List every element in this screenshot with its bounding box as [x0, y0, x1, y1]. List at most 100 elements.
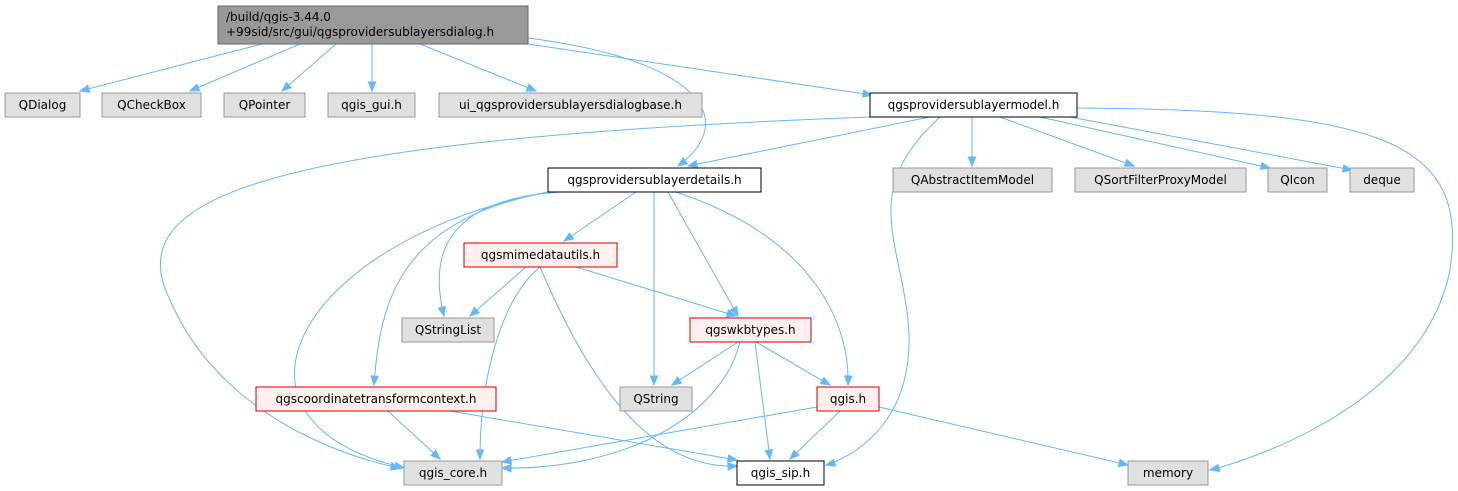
edge-mimedata-to-qgis_sip: [539, 266, 739, 471]
node-qcheckbox[interactable]: QCheckBox: [101, 92, 202, 118]
node-qicon[interactable]: QIcon: [1267, 167, 1328, 193]
node-qgis_core[interactable]: qgis_core.h: [403, 460, 503, 486]
edge-qgis-to-memory: [878, 406, 1130, 468]
edge-model-to-deque: [1069, 116, 1354, 173]
arrowhead: [468, 306, 481, 317]
edge-model-to-qicon: [1039, 116, 1272, 171]
edge-coordctx-to-qgis_core: [387, 410, 441, 460]
arrowhead: [280, 81, 293, 92]
node-label: qgis_gui.h: [341, 98, 402, 112]
arrowhead: [729, 305, 739, 318]
arrowhead: [500, 463, 512, 473]
arrowhead: [500, 456, 513, 465]
edge-details-to-qstring: [649, 192, 659, 387]
node-box: [736, 460, 825, 486]
edge-model-to-qgis_core: [159, 116, 871, 471]
node-qgis_gui[interactable]: qgis_gui.h: [327, 92, 416, 118]
node-deque[interactable]: deque: [1349, 167, 1415, 193]
node-label: +99sid/src/gui/qgsprovidersublayersdialo…: [226, 25, 494, 39]
node-qgis_sip[interactable]: qgis_sip.h: [736, 460, 825, 486]
edge-coordctx-to-qgis_sip: [449, 410, 739, 463]
node-memory[interactable]: memory: [1127, 460, 1209, 486]
edge-details-to-mimedata: [562, 191, 637, 242]
node-qabstractitemmodel[interactable]: QAbstractItemModel: [892, 167, 1053, 193]
node-box: [327, 92, 416, 118]
edge-qgis-to-qgis_core: [500, 406, 818, 465]
edge-mimedata-to-qgis_core: [475, 266, 541, 461]
node-box: [4, 92, 81, 118]
node-label: QSortFilterProxyModel: [1094, 173, 1227, 187]
arrowhead: [562, 232, 575, 242]
node-box: [401, 317, 495, 343]
edge-root-to-qcheckbox: [188, 43, 301, 92]
edge-mimedata-to-wkbtypes: [575, 266, 738, 318]
node-box: [1267, 167, 1328, 193]
arrowhead: [649, 375, 659, 387]
node-label: qgsprovidersublayermodel.h: [888, 98, 1060, 112]
node-layer: /build/qgis-3.44.0+99sid/src/gui/qgsprov…: [4, 5, 1415, 486]
node-box: [223, 92, 306, 118]
node-details[interactable]: qgsprovidersublayerdetails.h: [547, 167, 762, 193]
node-label: QAbstractItemModel: [911, 173, 1034, 187]
node-label: qgsmimedatautils.h: [481, 248, 600, 262]
node-label: qgis_sip.h: [751, 466, 810, 480]
node-mimedata[interactable]: qgsmimedatautils.h: [463, 242, 618, 268]
edge-wkbtypes-to-qgis_sip: [754, 341, 774, 461]
node-box: [1127, 460, 1209, 486]
node-wkbtypes[interactable]: qgswkbtypes.h: [689, 317, 812, 343]
arrowhead: [78, 84, 91, 93]
node-ui_base[interactable]: ui_qgsprovidersublayersdialogbase.h: [438, 92, 703, 118]
edge-root-to-ui_base: [419, 43, 538, 92]
node-qpointer[interactable]: QPointer: [223, 92, 306, 118]
node-box: [816, 386, 880, 412]
node-box: [1074, 167, 1247, 193]
edge-details-to-wkbtypes: [667, 191, 739, 318]
node-box: [217, 5, 529, 45]
arrowhead: [764, 449, 774, 461]
edge-wkbtypes-to-qgis: [755, 341, 832, 386]
edge-details-to-qgis_core: [294, 191, 549, 471]
edge-model-to-details: [686, 116, 931, 169]
arrowhead: [475, 449, 485, 461]
node-box: [463, 242, 618, 268]
node-qgis[interactable]: qgis.h: [816, 386, 880, 412]
node-box: [403, 460, 503, 486]
node-label: qgswkbtypes.h: [705, 323, 795, 337]
node-qdialog[interactable]: QDialog: [4, 92, 81, 118]
edge-details-to-coordctx: [370, 191, 549, 387]
node-label: QIcon: [1280, 173, 1315, 187]
arrowhead: [967, 156, 977, 168]
node-label: QPointer: [239, 98, 291, 112]
node-model[interactable]: qgsprovidersublayermodel.h: [869, 92, 1078, 118]
arrowhead: [367, 81, 377, 93]
node-label: ui_qgsprovidersublayersdialogbase.h: [459, 98, 682, 112]
arrowhead: [824, 458, 837, 467]
edge-details-to-qgis: [675, 191, 853, 387]
arrowhead: [725, 309, 738, 318]
node-root[interactable]: /build/qgis-3.44.0+99sid/src/gui/qgsprov…: [217, 5, 529, 45]
node-label: QCheckBox: [117, 98, 186, 112]
node-coordctx[interactable]: qgscoordinatetransformcontext.h: [255, 386, 497, 412]
edge-details-to-qstringlist: [437, 191, 561, 318]
node-label: QDialog: [19, 98, 67, 112]
node-qstringlist[interactable]: QStringList: [401, 317, 495, 343]
node-qstring[interactable]: QString: [619, 386, 693, 412]
node-label: memory: [1143, 466, 1193, 480]
node-box: [438, 92, 703, 118]
node-qsortfilter[interactable]: QSortFilterProxyModel: [1074, 167, 1247, 193]
node-label: qgsprovidersublayerdetails.h: [567, 173, 741, 187]
edge-mimedata-to-qstringlist: [468, 266, 527, 317]
arrowhead: [370, 375, 379, 387]
node-box: [547, 167, 762, 193]
edge-root-to-model: [527, 43, 874, 98]
arrowhead: [525, 83, 538, 92]
arrowhead: [844, 375, 853, 387]
arrowhead: [727, 462, 739, 471]
node-box: [689, 317, 812, 343]
node-box: [1349, 167, 1415, 193]
arrowhead: [393, 461, 406, 471]
arrowhead: [437, 305, 446, 318]
edge-qgis-to-qgis_sip: [789, 410, 841, 460]
edge-model-to-qabstractitemmodel: [967, 117, 977, 168]
